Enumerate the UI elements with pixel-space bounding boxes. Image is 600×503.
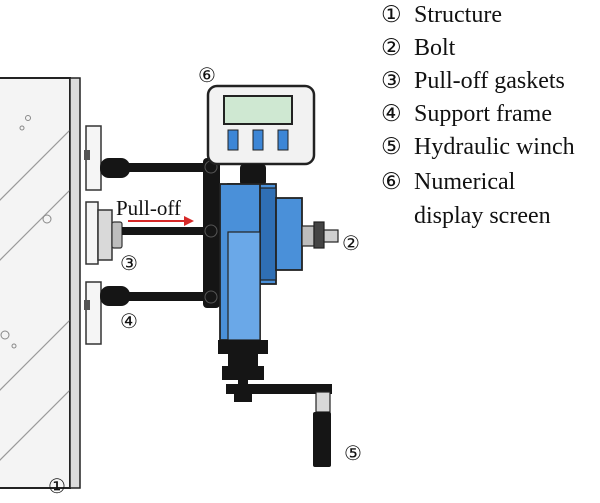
upper-rod-joint — [100, 158, 130, 178]
svg-text:Numerical: Numerical — [414, 169, 516, 195]
support-frame — [100, 158, 220, 308]
wall-aggregate — [11, 343, 17, 349]
support-pads — [84, 125, 102, 345]
wall-surface-plate — [69, 77, 81, 489]
wall-hatching — [0, 129, 70, 461]
upper-pad-clip — [84, 150, 90, 160]
pull-off-gasket — [85, 201, 123, 265]
svg-text:display screen: display screen — [414, 203, 551, 229]
legend-item-structure: ① Structure — [381, 2, 502, 28]
legend-item-frame: ④ Support frame — [381, 101, 552, 127]
winch-base-nut — [222, 366, 264, 380]
display-button — [227, 129, 239, 151]
gasket-block — [97, 209, 113, 261]
svg-text:Support frame: Support frame — [414, 101, 552, 127]
svg-text:Structure: Structure — [414, 2, 502, 28]
display-button — [252, 129, 264, 151]
svg-text:②: ② — [381, 35, 402, 60]
winch-cylinder-lower — [227, 231, 261, 341]
crank-arm — [226, 384, 332, 394]
wall-aggregate — [19, 125, 25, 131]
gasket-cap — [111, 221, 123, 249]
svg-text:③: ③ — [381, 68, 402, 93]
frame-bolt — [204, 224, 218, 238]
callout-frame: ④ — [120, 311, 138, 333]
bolt-collar — [301, 225, 315, 247]
callout-display: ⑥ — [198, 65, 216, 87]
wall-aggregate — [25, 115, 31, 121]
numerical-display — [206, 84, 316, 186]
winch-side-housing — [275, 197, 303, 271]
structure-wall — [0, 77, 81, 489]
crank-handle — [313, 412, 331, 467]
wall-aggregate — [0, 330, 10, 340]
pull-off-label: Pull-off — [116, 196, 181, 220]
svg-text:Hydraulic winch: Hydraulic winch — [414, 134, 575, 160]
svg-text:⑤: ⑤ — [381, 134, 402, 159]
bolt-nut — [313, 221, 325, 249]
display-button — [277, 129, 289, 151]
upper-rod — [128, 163, 208, 172]
lower-rod — [128, 292, 208, 301]
callout-structure: ① — [48, 476, 66, 498]
wall-body — [0, 77, 71, 489]
middle-rod — [122, 227, 208, 235]
callouts: ⑥ ② ③ ④ ⑤ ① — [48, 65, 362, 498]
legend-item-display: ⑥ Numerical display screen — [381, 169, 551, 229]
legend-item-bolt: ② Bolt — [381, 35, 456, 61]
hydraulic-winch — [218, 183, 339, 467]
crank-joint — [315, 391, 331, 413]
frame-bolt — [204, 290, 218, 304]
wall-aggregate — [42, 214, 52, 224]
svg-text:Pull-off gaskets: Pull-off gaskets — [414, 68, 565, 94]
winch-base-flange — [218, 340, 268, 354]
lower-pad — [85, 281, 102, 345]
callout-gaskets: ③ — [120, 253, 138, 275]
display-lcd — [223, 95, 293, 125]
callout-winch: ⑤ — [344, 443, 362, 465]
svg-text:Bolt: Bolt — [414, 35, 456, 61]
callout-bolt: ② — [342, 233, 360, 255]
arrow-head — [184, 216, 194, 226]
bolt-shaft — [323, 229, 339, 243]
gasket-plate — [85, 201, 99, 265]
svg-text:⑥: ⑥ — [381, 169, 402, 194]
svg-text:④: ④ — [381, 101, 402, 126]
lower-rod-joint — [100, 286, 130, 306]
display-mount — [240, 164, 266, 186]
legend-item-gaskets: ③ Pull-off gaskets — [381, 68, 565, 94]
legend: ① Structure ② Bolt ③ Pull-off gaskets ④ … — [381, 2, 575, 229]
winch-base-neck — [228, 354, 258, 366]
lower-pad-clip — [84, 300, 90, 310]
svg-text:①: ① — [381, 2, 402, 27]
pull-off-arrow: Pull-off — [116, 196, 194, 226]
legend-item-winch: ⑤ Hydraulic winch — [381, 134, 575, 160]
crank-hub — [234, 392, 252, 402]
